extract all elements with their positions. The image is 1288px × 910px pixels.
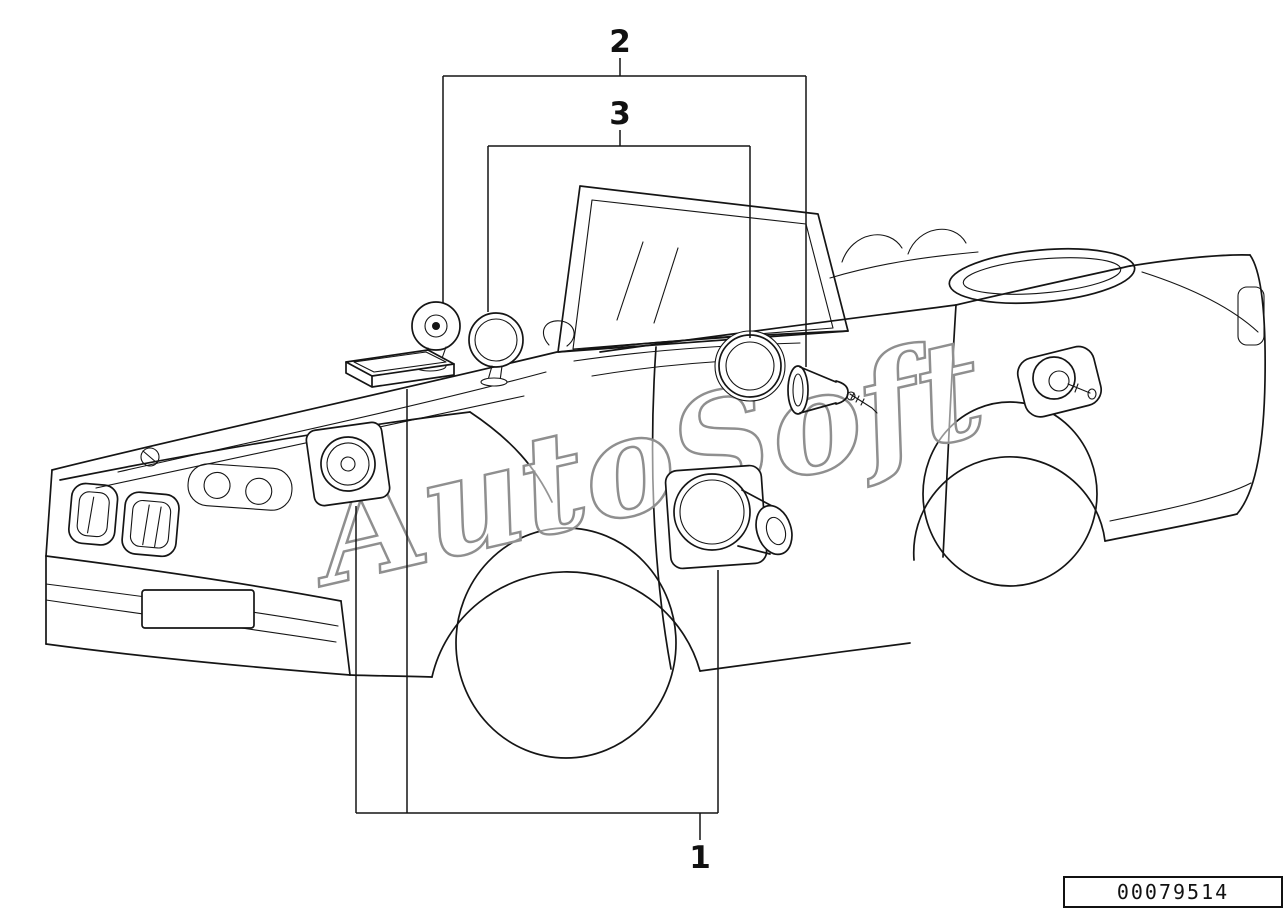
callout-1: 1 [355,389,719,876]
front-wheel [455,527,677,759]
callout-3: 3 [487,96,751,338]
side-mirror [542,320,575,347]
part-number-box: 00079514 [1063,876,1283,908]
door-rear-edge [942,304,957,558]
part-number-text: 00079514 [1117,880,1229,904]
speaker-driver [787,365,878,415]
headlight [187,463,293,511]
mesh-tweeter-speaker [468,312,524,387]
front-panel-speaker [305,421,391,507]
rear-quarter-speaker [1016,345,1103,418]
callout-3-label[interactable]: 3 [609,96,631,132]
car-outline [45,185,1266,759]
seat-headrest [841,234,903,263]
tonneau-cover [948,248,1136,304]
amplifier-module [345,349,455,388]
license-plate [141,589,255,629]
seat-headrest [907,228,967,255]
taillight [1237,286,1265,346]
hood-emblem [140,447,160,467]
kidney-grille [67,482,180,558]
door-front-edge [651,346,672,670]
front-wheel-arch [431,571,701,678]
callout-2: 2 [442,24,807,367]
callout-2-label[interactable]: 2 [609,24,631,60]
door-grille-speaker [714,330,786,402]
windshield [557,185,849,353]
callout-1-label[interactable]: 1 [689,840,711,876]
rear-wheel [922,401,1098,587]
door-woofer-speaker [664,464,793,570]
rear-wheel-arch [912,456,1106,561]
